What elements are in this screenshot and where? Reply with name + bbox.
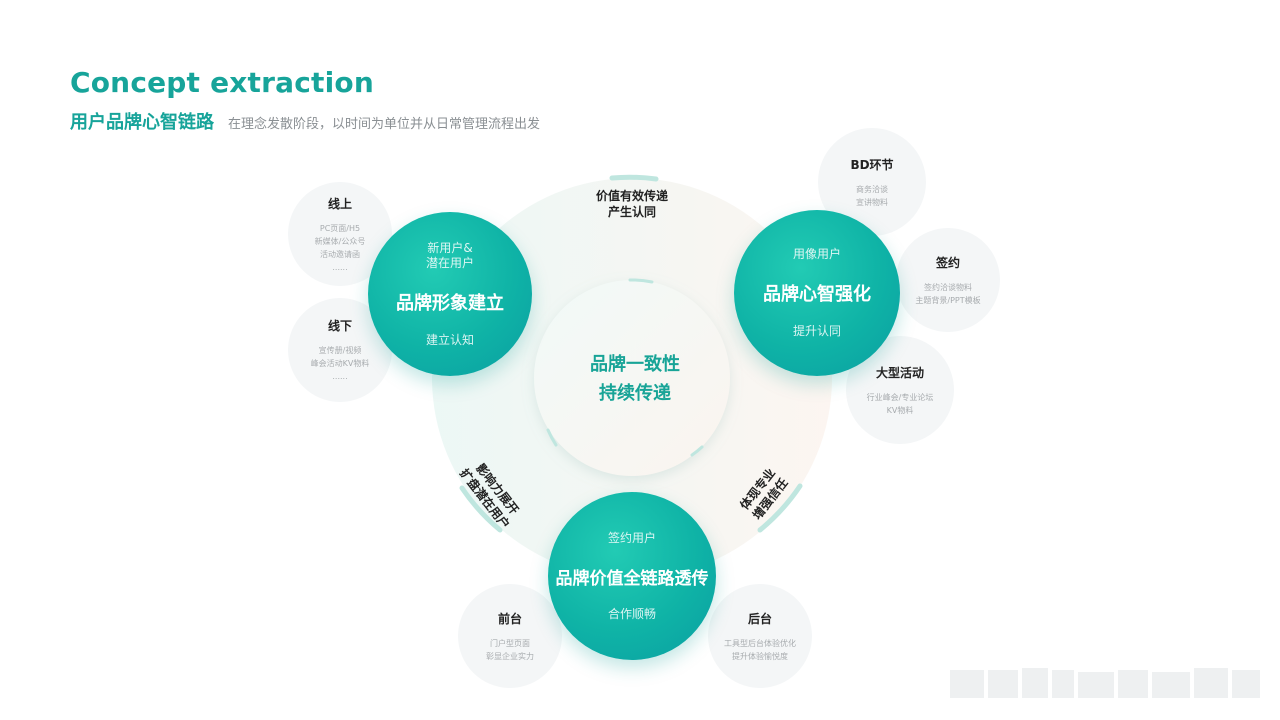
- arc-label-top-line1: 价值有效传递: [595, 189, 668, 203]
- sat-bg-front: [458, 584, 562, 688]
- sat-sign-line2: 主题背景/PPT模板: [915, 295, 981, 305]
- page-title: Concept extraction: [70, 66, 374, 99]
- sat-bg-bd: [818, 128, 926, 236]
- sat-bg-event: [846, 336, 954, 444]
- sat-bg-sign: [896, 228, 1000, 332]
- sat-back: 后台 工具型后台体验优化 提升体验愉悦度: [708, 584, 812, 688]
- sat-online: 线上 PC页面/H5 新媒体/公众号 活动邀请函 ......: [288, 182, 392, 286]
- accent-arc-right: [757, 483, 803, 533]
- node-brand-value-name: 品牌价值全链路透传: [555, 568, 709, 589]
- node-brand-image: 新用户& 潜在用户 品牌形象建立 建立认知: [368, 212, 532, 376]
- sat-offline-line3: ......: [332, 372, 348, 381]
- inner-accent-top: [628, 278, 654, 284]
- sat-offline-title: 线下: [327, 319, 352, 333]
- node-brand-value: 签约用户 品牌价值全链路透传 合作顺畅: [548, 492, 716, 660]
- sat-front: 前台 门户型页面 彰显企业实力: [458, 584, 562, 688]
- page-subtitle: 用户品牌心智链路: [70, 112, 214, 133]
- sat-back-title: 后台: [747, 611, 772, 626]
- inner-accent-left: [546, 428, 558, 447]
- sat-back-line2: 提升体验愉悦度: [732, 651, 788, 661]
- center-line1: 品牌一致性: [590, 354, 680, 375]
- sat-bd-line1: 商务洽谈: [856, 184, 888, 194]
- node-brand-mind-bottom: 提升认同: [792, 324, 841, 338]
- sat-online-line2: 新媒体/公众号: [314, 236, 366, 246]
- center-line2: 持续传递: [599, 383, 671, 404]
- sat-bg-offline: [288, 298, 392, 402]
- inner-accent-right: [690, 445, 704, 457]
- sat-online-line1: PC页面/H5: [319, 223, 361, 233]
- sat-back-line1: 工具型后台体验优化: [724, 638, 796, 648]
- node-brand-value-bottom: 合作顺畅: [607, 606, 656, 621]
- accent-arc-left: [459, 485, 503, 533]
- sat-online-line4: ......: [332, 262, 348, 272]
- center-label: 品牌一致性 持续传递: [560, 350, 710, 408]
- sat-event-line2: KV物料: [886, 405, 914, 415]
- sat-sign-line1: 签约洽谈物料: [924, 282, 972, 292]
- page-description: 在理念发散阶段，以时间为单位并从日常管理流程出发: [228, 117, 541, 132]
- sat-bg-online: [288, 182, 392, 286]
- sat-front-title: 前台: [497, 611, 522, 626]
- sat-event: 大型活动 行业峰会/专业论坛 KV物料: [846, 336, 954, 444]
- node-brand-image-bottom: 建立认知: [425, 332, 474, 347]
- sat-offline-line1: 宣传册/视频: [318, 346, 362, 355]
- sat-sign: 签约 签约洽谈物料 主题背景/PPT模板: [896, 228, 1000, 332]
- sat-online-title: 线上: [327, 196, 352, 211]
- node-brand-mind: 用像用户 品牌心智强化 提升认同: [734, 210, 900, 376]
- sat-bd-line2: 宣讲物料: [856, 197, 888, 207]
- arc-label-top-line2: 产生认同: [607, 205, 656, 219]
- node-brand-mind-top: 用像用户: [792, 247, 841, 261]
- sat-bd: BD环节 商务洽谈 宣讲物料: [818, 128, 926, 236]
- sat-event-line1: 行业峰会/专业论坛: [866, 392, 934, 402]
- sat-front-line2: 彰显企业实力: [486, 651, 534, 661]
- arc-label-top: 价值有效传递 产生认同: [582, 188, 682, 220]
- sat-bg-back: [708, 584, 812, 688]
- node-brand-mind-name: 品牌心智强化: [763, 284, 871, 305]
- bottom-right-decoration: [950, 662, 1260, 698]
- sat-offline-line2: 峰会活动KV物料: [310, 359, 370, 368]
- subtitle-row: 用户品牌心智链路 在理念发散阶段，以时间为单位并从日常管理流程出发: [70, 108, 540, 134]
- sat-offline: 线下 宣传册/视频 峰会活动KV物料 ......: [288, 298, 392, 402]
- sat-event-title: 大型活动: [875, 365, 924, 380]
- inner-disk: [534, 280, 730, 476]
- node-brand-image-top: 新用户& 潜在用户: [425, 240, 474, 270]
- sat-front-line1: 门户型页面: [490, 638, 530, 648]
- node-brand-image-name: 品牌形象建立: [396, 292, 504, 314]
- sat-online-line3: 活动邀请函: [320, 249, 360, 259]
- accent-arc-top: [609, 174, 659, 182]
- node-brand-value-top: 签约用户: [607, 530, 656, 545]
- sat-bd-title: BD环节: [850, 157, 894, 172]
- sat-sign-title: 签约: [935, 255, 960, 270]
